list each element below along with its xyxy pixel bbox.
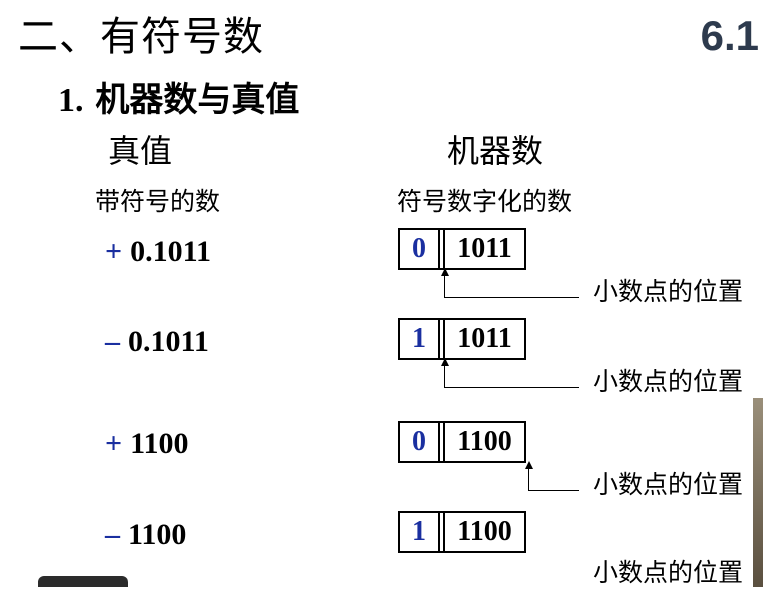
subheader-true-value: 带符号的数 xyxy=(95,187,221,216)
true-value-row-1: –0.1011 xyxy=(105,325,209,359)
value-number: 1100 xyxy=(128,518,187,551)
value-number: 1100 xyxy=(130,427,189,460)
header-machine-number: 机器数 xyxy=(447,132,544,170)
sign-bit: 0 xyxy=(412,426,426,457)
magnitude-bits: 1011 xyxy=(457,233,512,264)
bit-separator xyxy=(438,513,445,551)
decimal-point-label: 小数点的位置 xyxy=(593,367,744,396)
magnitude-bits: 1100 xyxy=(457,516,512,547)
machine-number-box-2: 0 1100 xyxy=(398,421,526,463)
value-sign: – xyxy=(105,518,120,551)
machine-number-box-0: 0 1011 xyxy=(398,228,526,270)
value-sign: + xyxy=(105,427,123,460)
value-sign: + xyxy=(105,235,123,268)
bit-separator xyxy=(438,423,445,461)
section-number: 6.1 xyxy=(700,12,759,59)
header-true-value: 真值 xyxy=(108,132,173,170)
decimal-point-label: 小数点的位置 xyxy=(593,470,744,499)
subtitle-number: 1. xyxy=(58,82,84,119)
value-sign: – xyxy=(105,325,120,358)
machine-number-box-1: 1 1011 xyxy=(398,318,526,360)
true-value-row-2: +1100 xyxy=(105,427,188,461)
side-photo-strip xyxy=(753,398,763,587)
value-number: 0.1011 xyxy=(128,325,209,358)
true-value-row-0: +0.1011 xyxy=(105,235,211,269)
bit-separator xyxy=(438,320,445,358)
sign-bit: 1 xyxy=(412,516,426,547)
bit-separator xyxy=(438,230,445,268)
decimal-point-arrow xyxy=(441,358,579,388)
true-value-row-3: –1100 xyxy=(105,518,186,552)
decimal-point-label: 小数点的位置 xyxy=(593,277,744,306)
value-number: 0.1011 xyxy=(130,235,211,268)
magnitude-bits: 1100 xyxy=(457,426,512,457)
machine-number-box-3: 1 1100 xyxy=(398,511,526,553)
sign-bit: 1 xyxy=(412,323,426,354)
decimal-point-label: 小数点的位置 xyxy=(593,558,744,587)
sign-bit: 0 xyxy=(412,233,426,264)
magnitude-bits: 1011 xyxy=(457,323,512,354)
decimal-point-arrow xyxy=(441,268,579,298)
subheader-machine-number: 符号数字化的数 xyxy=(397,187,573,216)
decimal-point-arrow xyxy=(525,461,579,491)
page-title: 二、有符号数 xyxy=(18,14,264,60)
subtitle-text: 机器数与真值 xyxy=(95,80,300,120)
subtitle: 1. 机器数与真值 xyxy=(58,72,299,121)
bottom-tab[interactable] xyxy=(38,576,128,587)
